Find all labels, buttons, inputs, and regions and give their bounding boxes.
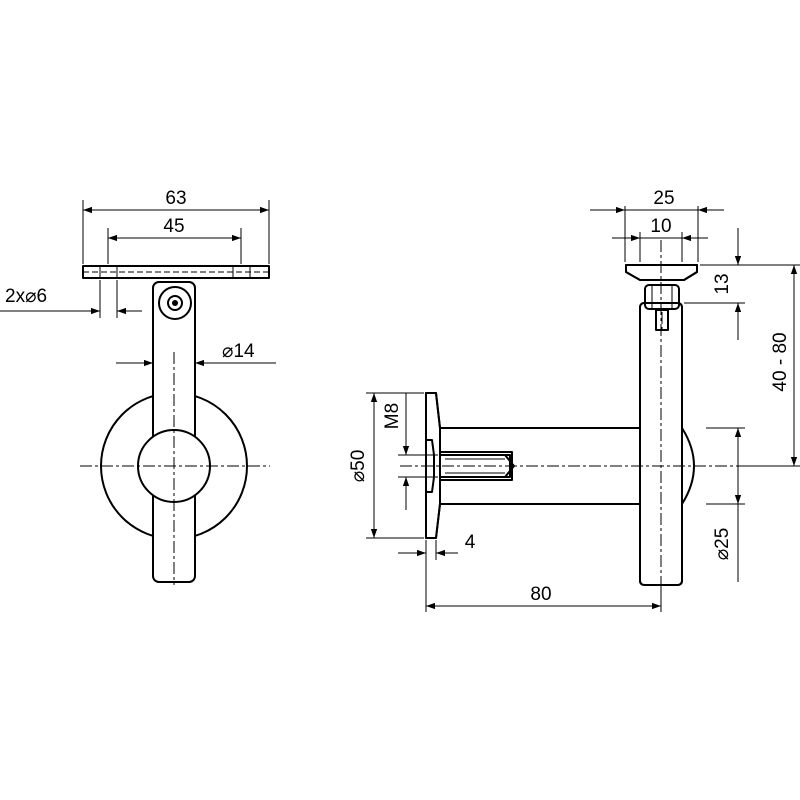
svg-text:⌀14: ⌀14 [222,341,255,362]
dim-hole-diameter: 6 [37,286,48,307]
dim-saddle-width: 25 [653,188,674,209]
dim-stem-diameter: 14 [233,341,255,362]
dim-flange-thickness: 4 [465,532,476,553]
side-view: 25 10 13 40 - 80 ⌀25 ⌀50 [348,188,800,612]
dim-height-range: 40 - 80 [770,332,791,391]
saddle-pin [644,284,680,310]
dim-arm-diameter: 25 [712,528,733,549]
dim-thread: M8 [382,403,403,429]
dim-flange-diameter: 50 [348,450,369,471]
diameter-symbol: ⌀ [348,471,369,482]
screw-head [158,286,192,320]
dim-saddle-height: 13 [712,273,733,294]
dim-projection: 80 [530,584,551,605]
screw-core [172,300,178,306]
svg-text:⌀25: ⌀25 [712,528,733,561]
dim-saddle-inner: 10 [650,216,671,237]
diameter-symbol: ⌀ [222,341,233,362]
svg-text:⌀50: ⌀50 [348,450,369,483]
screw-socket [167,295,183,311]
dim-plate-width: 63 [165,188,186,209]
dim-hole-spacing: 45 [163,216,184,237]
diameter-symbol: ⌀ [712,549,733,560]
dim-hole-count: 2x [5,286,26,307]
svg-text:2x⌀6: 2x⌀6 [5,286,47,307]
front-view: 63 45 2x⌀6 ⌀14 [0,188,276,585]
diameter-symbol: ⌀ [25,286,36,307]
